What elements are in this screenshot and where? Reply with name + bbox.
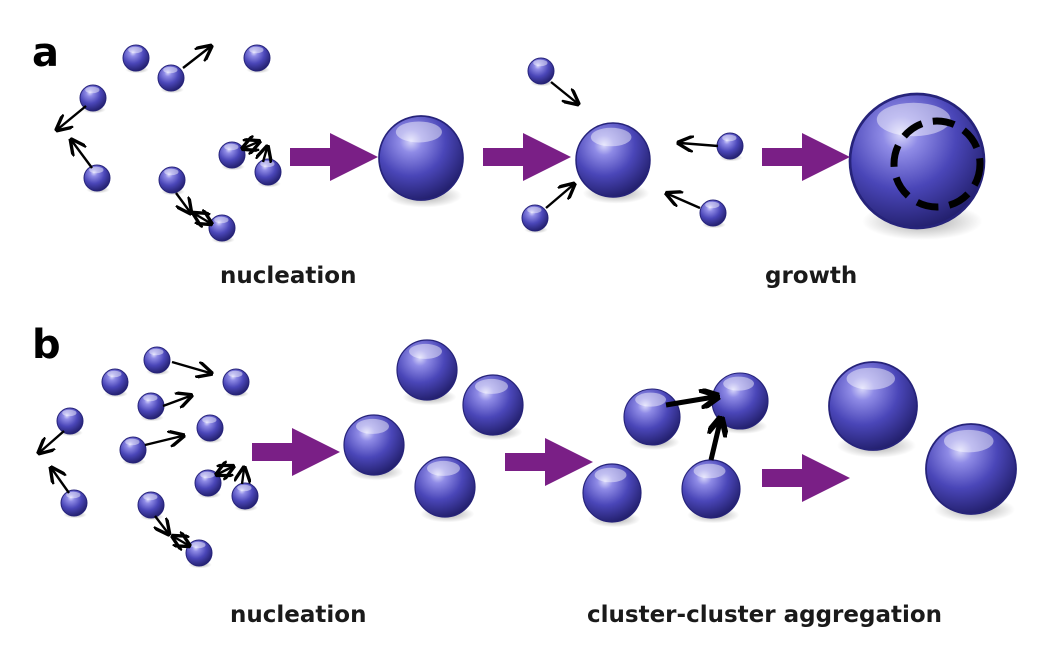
panel-b-cluster-2	[462, 374, 524, 441]
panel-a-monomer-4	[79, 84, 107, 114]
panel-a-grown-particle	[848, 92, 986, 241]
panel-a-monomer-8	[158, 166, 186, 196]
panel-b-aggregate-2	[925, 423, 1017, 523]
panel-a-motion-arrow-9	[680, 143, 719, 146]
panel-a-free-monomer-3	[521, 204, 549, 234]
panel-b-motion-arrow-8	[155, 515, 168, 533]
panel-a-process-arrow-2	[483, 133, 571, 181]
panel-b-motion-arrow-5	[52, 469, 70, 494]
growth-ring-layer	[890, 117, 984, 211]
panel-b-aggregating-cluster-1	[623, 388, 681, 451]
panel-a-monomer-7	[254, 158, 282, 188]
panel-b-monomer-12	[185, 539, 213, 569]
panel-a-motion-arrow-2	[58, 105, 87, 129]
panel-b-monomer-9	[231, 482, 259, 512]
panel-b-process-arrow-3	[762, 454, 850, 502]
panel-b-monomer-3	[101, 368, 129, 398]
panel-a-motion-arrow-1	[182, 47, 210, 69]
panel-a-motion-arrow-10	[545, 185, 573, 209]
panel-a-growth-ring	[890, 117, 984, 211]
panel-a-process-arrow-1	[290, 133, 378, 181]
panel-a-motion-arrow-11	[668, 194, 701, 210]
panel-b-aggregation-arrow-1	[665, 397, 714, 405]
panel-b-monomer-2	[222, 368, 250, 398]
panel-b-motion-arrow-1	[171, 360, 210, 373]
panel-b-nucleation-label: nucleation	[230, 602, 366, 628]
process-arrows-layer	[252, 133, 850, 502]
panel-b-monomer-4	[137, 392, 165, 422]
panel-a-free-monomer-2	[716, 132, 744, 162]
panel-a-monomer-9	[208, 214, 236, 244]
panel-b-monomer-11	[137, 491, 165, 521]
panel-a-monomer-5	[83, 164, 111, 194]
panel-a-monomer-1	[122, 44, 150, 74]
panel-b-cluster-4	[414, 456, 476, 523]
panel-a-motion-arrow-5	[263, 148, 267, 162]
panel-b-cluster-1	[396, 339, 458, 406]
panel-a-free-monomer-1	[527, 57, 555, 87]
panel-a-growing-particle	[575, 122, 651, 204]
panel-b-aggregation-label: cluster-cluster aggregation	[587, 602, 942, 628]
panel-a-monomer-6	[218, 141, 246, 171]
panel-b-aggregate-1	[828, 361, 918, 458]
panel-a-motion-arrow-6	[175, 192, 190, 212]
panel-b-monomer-10	[60, 489, 88, 519]
panel-b-motion-arrow-4	[40, 430, 65, 452]
panel-a-free-monomer-4	[699, 199, 727, 229]
panel-b-monomer-5	[196, 414, 224, 444]
panel-b-motion-arrow-7	[242, 469, 244, 485]
panel-a-process-arrow-3	[762, 133, 850, 181]
panel-a-monomer-2	[157, 64, 185, 94]
motion-arrows-layer	[40, 47, 720, 545]
panel-b-aggregating-cluster-3	[582, 463, 642, 528]
panel-b-process-arrow-1	[252, 428, 340, 476]
panel-b-monomer-7	[119, 436, 147, 466]
panel-a-monomer-3	[243, 44, 271, 74]
panel-a-letter: a	[32, 30, 59, 76]
panel-b-monomer-1	[143, 346, 171, 376]
panel-b-monomer-8	[194, 469, 222, 499]
particles-layer	[56, 44, 1017, 569]
panel-a-motion-arrow-4	[244, 142, 258, 148]
panel-b-motion-arrow-2	[162, 396, 190, 406]
panel-b-aggregation-arrow-2	[711, 422, 720, 461]
panel-b-cluster-3	[343, 414, 405, 481]
panel-a-nucleation-label: nucleation	[220, 263, 356, 289]
panel-b-motion-arrow-3	[144, 436, 182, 445]
panel-b-letter: b	[32, 322, 61, 368]
panel-a-motion-arrow-3	[72, 141, 93, 169]
panel-a-motion-arrow-7	[195, 214, 210, 223]
panel-a-growth-label: growth	[765, 263, 857, 289]
panel-a-motion-arrow-8	[550, 81, 577, 103]
panel-b-motion-arrow-6	[218, 467, 232, 474]
panel-a-nucleus	[378, 115, 464, 208]
panel-b-aggregating-cluster-4	[681, 459, 741, 524]
panel-b-monomer-6	[56, 407, 84, 437]
panel-b-motion-arrow-9	[174, 537, 188, 545]
panel-b-process-arrow-2	[505, 438, 593, 486]
